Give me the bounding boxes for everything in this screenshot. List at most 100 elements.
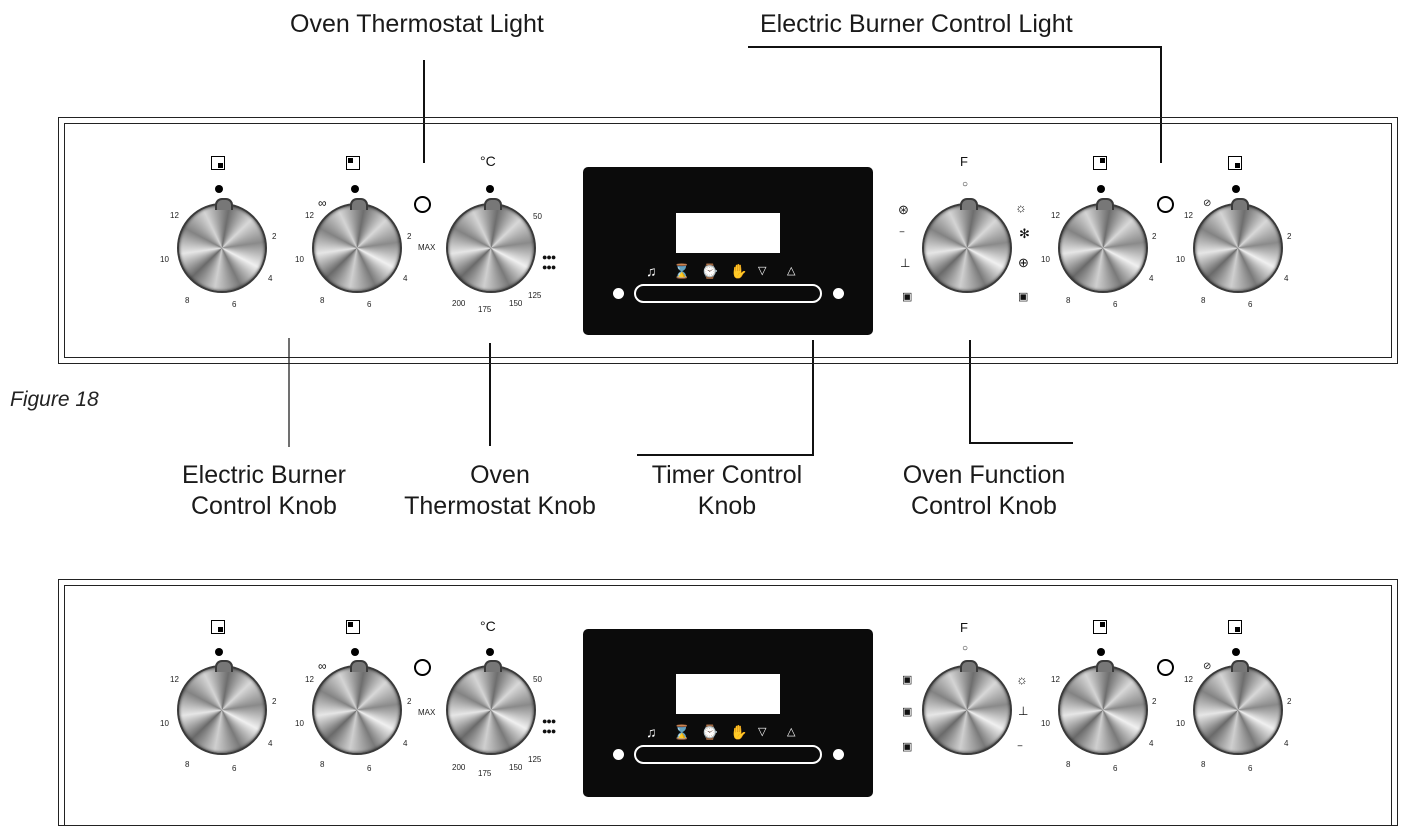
electric-burner-knob-2[interactable] — [312, 660, 402, 755]
electric-burner-control-light — [1157, 659, 1174, 676]
top-heat-icon: ‾ — [900, 230, 904, 244]
dial-mark: 10 — [295, 255, 304, 264]
knob-indicator-dot — [351, 185, 359, 193]
burner-position-icon — [211, 156, 225, 170]
cook-duration-icon[interactable]: ⌛ — [673, 263, 691, 279]
dial-mark: 4 — [403, 274, 408, 283]
bell-icon[interactable]: ♫ — [646, 724, 657, 740]
dial-mark: 4 — [1149, 739, 1154, 748]
dial-mark: 8 — [185, 296, 190, 305]
cook-end-icon[interactable]: ⌚ — [701, 724, 719, 740]
knob-indicator-dot — [1232, 648, 1240, 656]
fan-heat-icon: ⊕ — [1018, 255, 1029, 270]
timer-display-panel: ♫ ⌛ ⌚ ✋ ▽ △ — [583, 167, 873, 335]
dual-zone-icon: ⊘ — [1203, 661, 1212, 672]
electric-burner-knob-3[interactable] — [1058, 198, 1148, 293]
dial-mark: 10 — [160, 255, 169, 264]
up-arrow-icon[interactable]: △ — [787, 726, 796, 738]
oven-function-knob[interactable] — [922, 660, 1012, 755]
figure-caption: Figure 18 — [10, 388, 99, 411]
bottom-heat-icon: ⊥ — [1018, 704, 1029, 718]
timer-indicator-left — [613, 288, 624, 299]
dial-mark: 4 — [268, 274, 273, 283]
electric-burner-knob-4[interactable] — [1193, 660, 1283, 755]
control-panel-1-inner — [64, 123, 1392, 358]
celsius-label: °C — [480, 618, 496, 634]
grill-function-icon: ▣ — [902, 674, 913, 686]
burner-position-icon — [1228, 620, 1242, 634]
dial-mark: 6 — [367, 300, 372, 309]
up-arrow-icon[interactable]: △ — [787, 265, 796, 277]
oven-function-knob[interactable] — [922, 198, 1012, 293]
callout-timer-knob — [637, 340, 814, 456]
oven-thermostat-knob[interactable] — [446, 660, 536, 755]
timer-indicator-right — [833, 749, 844, 760]
control-panel-2-inner — [64, 585, 1392, 825]
grill-icon: ●●●●●● — [542, 716, 556, 736]
dial-mark: 8 — [1201, 760, 1206, 769]
down-arrow-icon[interactable]: ▽ — [758, 726, 767, 738]
cook-duration-icon[interactable]: ⌛ — [673, 724, 691, 740]
oven-thermostat-light — [414, 659, 431, 676]
cook-end-icon[interactable]: ⌚ — [701, 263, 719, 279]
dial-mark: 12 — [170, 675, 179, 684]
label-line: Control Knob — [191, 492, 337, 520]
dial-mark: 4 — [268, 739, 273, 748]
electric-burner-knob-4[interactable] — [1193, 198, 1283, 293]
electric-burner-knob-2[interactable] — [312, 198, 402, 293]
burner-position-icon — [211, 620, 225, 634]
bell-icon[interactable]: ♫ — [646, 263, 657, 279]
timer-display-panel: ♫ ⌛ ⌚ ✋ ▽ △ — [583, 629, 873, 797]
electric-burner-knob-3[interactable] — [1058, 660, 1148, 755]
grill-icon: ●●●●●● — [542, 252, 556, 272]
grill-function-icon: ▣ — [902, 291, 913, 303]
grill-top-icon: ▣ — [902, 706, 913, 718]
burner-position-icon — [346, 620, 360, 634]
electric-burner-knob-1[interactable] — [177, 660, 267, 755]
burner-position-icon — [1228, 156, 1242, 170]
timer-screen — [676, 674, 780, 714]
lamp-icon: ☼ — [1016, 672, 1028, 687]
oven-thermostat-knob[interactable] — [446, 198, 536, 293]
burner-position-icon — [346, 156, 360, 170]
manual-hand-icon[interactable]: ✋ — [730, 724, 748, 740]
label-line: Thermostat Knob — [404, 492, 596, 520]
down-arrow-icon[interactable]: ▽ — [758, 265, 767, 277]
label-line: Timer Control — [651, 461, 803, 489]
manual-hand-icon[interactable]: ✋ — [730, 263, 748, 279]
dual-zone-icon: ∞ — [318, 196, 327, 210]
timer-control-knob[interactable] — [634, 745, 822, 764]
label-oven-function-control-knob: Oven Function Control Knob — [886, 460, 1082, 522]
control-panel-2 — [58, 579, 1398, 826]
label-oven-thermostat-knob: Oven Thermostat Knob — [387, 460, 613, 522]
dial-mark: 12 — [1051, 675, 1060, 684]
dial-mark-max: MAX — [418, 243, 436, 252]
label-electric-burner-control-light: Electric Burner Control Light — [760, 10, 1073, 38]
label-line: Oven Function — [902, 461, 1066, 489]
dial-mark: 8 — [1066, 760, 1071, 769]
electric-burner-control-light — [1157, 196, 1174, 213]
dial-mark: 50 — [533, 675, 542, 684]
dial-mark: 6 — [1248, 300, 1253, 309]
dial-mark: 12 — [170, 211, 179, 220]
control-panel-1 — [58, 117, 1398, 364]
dial-mark: 12 — [1051, 211, 1060, 220]
full-grill-icon: ▣ — [902, 741, 913, 753]
dial-mark: 150 — [509, 763, 523, 772]
callout-function-knob — [969, 340, 1073, 444]
dual-zone-icon: ⊘ — [1203, 198, 1212, 209]
dial-mark: 125 — [528, 291, 542, 300]
dial-mark: 175 — [478, 769, 492, 778]
dial-mark: 6 — [1113, 764, 1118, 773]
dial-mark: 8 — [320, 296, 325, 305]
knob-indicator-dot — [486, 648, 494, 656]
electric-burner-knob-1[interactable] — [177, 198, 267, 293]
dial-mark: 50 — [533, 212, 542, 221]
grill-fan-icon: ▣ — [1018, 291, 1029, 303]
label-oven-thermostat-light: Oven Thermostat Light — [290, 10, 544, 38]
burner-position-icon — [1093, 156, 1107, 170]
timer-control-knob[interactable] — [634, 284, 822, 303]
off-position-icon: ○ — [962, 643, 969, 654]
dial-mark: 10 — [1041, 255, 1050, 264]
